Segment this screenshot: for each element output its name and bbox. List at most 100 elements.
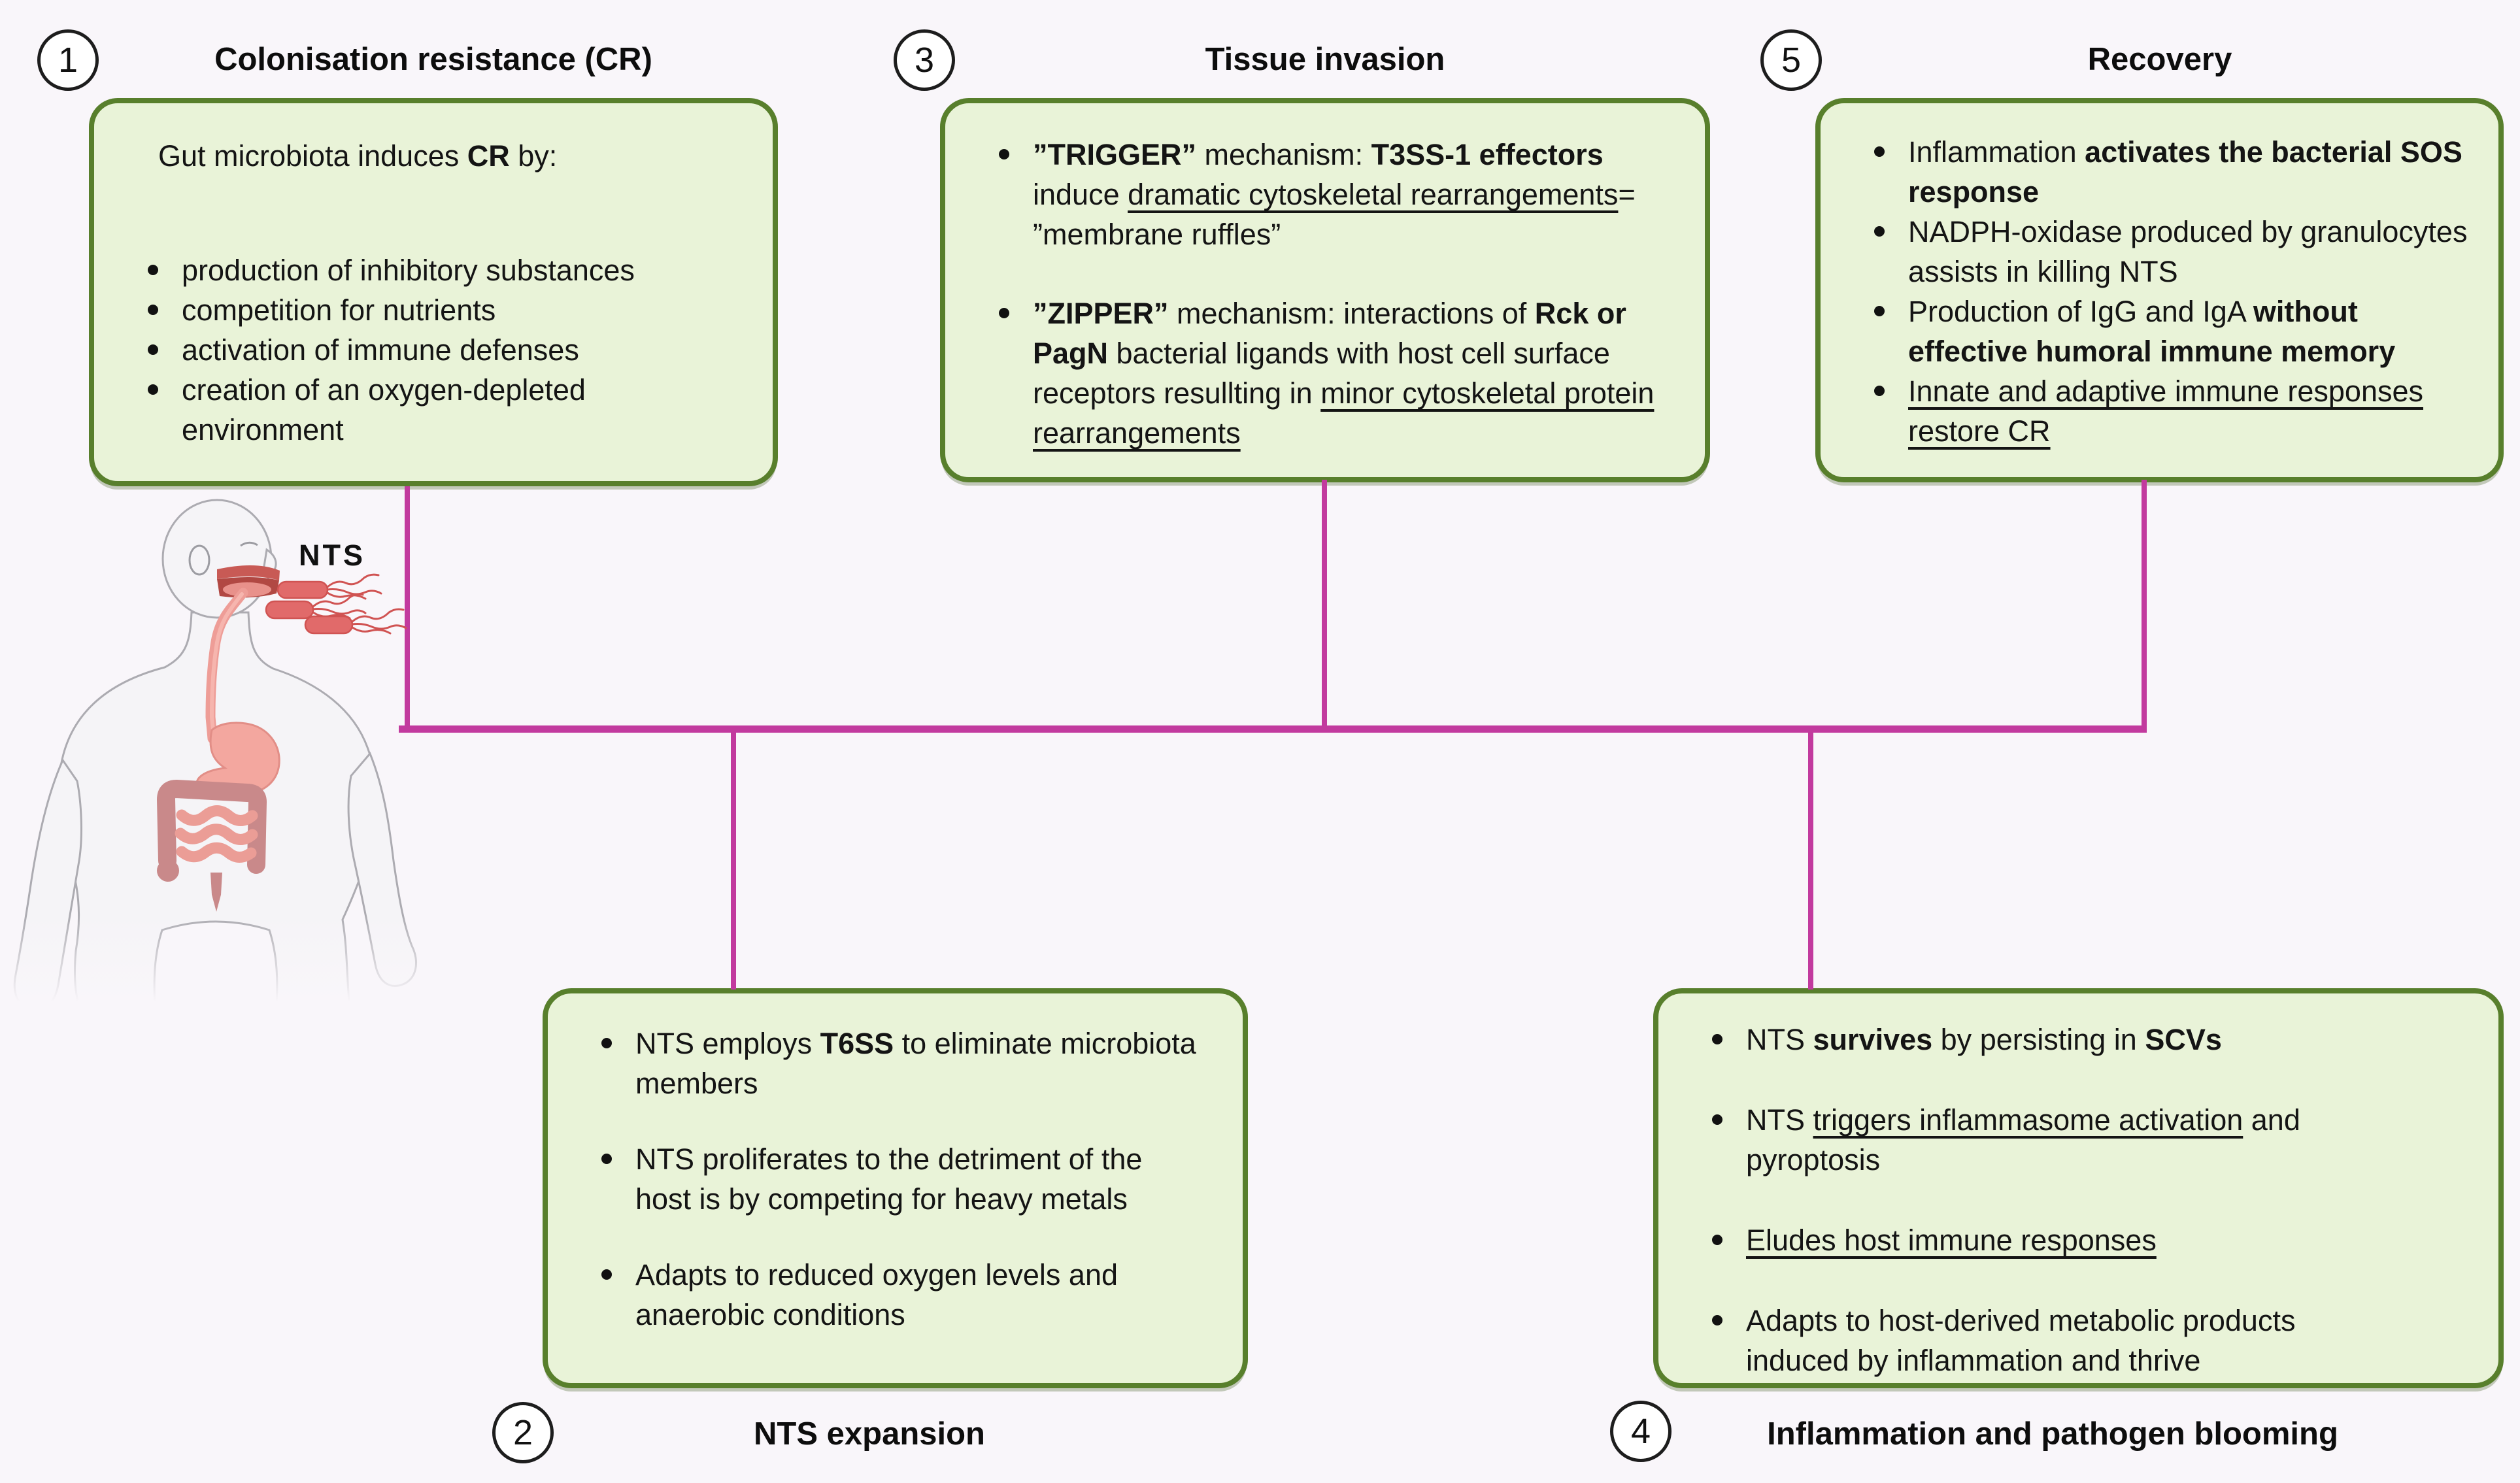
- text-run: T6SS: [820, 1027, 894, 1060]
- mouth-upper: [217, 565, 280, 580]
- text-run: by persisting in: [1932, 1023, 2145, 1056]
- text-run: survives: [1813, 1023, 1933, 1056]
- bullet-list: NTS employs T6SS to eliminate microbiota…: [594, 1024, 1197, 1335]
- stage-number: 3: [914, 41, 935, 80]
- bullet-text: Inflammation activates the bacterial SOS…: [1908, 132, 2468, 212]
- bullet-dot: [1712, 1235, 1722, 1245]
- rectum: [210, 873, 222, 912]
- stage-number-circle-5: 5: [1760, 29, 1822, 91]
- stage-number: 4: [1630, 1412, 1651, 1451]
- text-run: competition for nutrients: [182, 293, 496, 327]
- bullet-item: activation of immune defenses: [140, 330, 713, 370]
- bullet-dot: [999, 308, 1009, 318]
- connector-branch-stage4: [1808, 731, 1813, 990]
- bullet-item: NTS survives by persisting in SCVs: [1704, 1020, 2400, 1059]
- bullet-item: production of inhibitory substances: [140, 250, 713, 290]
- cecum: [157, 859, 179, 882]
- nts-bacteria-label: NTS: [299, 539, 365, 572]
- text-run: triggers inflammasome activation: [1813, 1103, 2243, 1137]
- small-intestine-coil-2: [175, 824, 258, 845]
- bullet-item: competition for nutrients: [140, 290, 713, 330]
- bacterium-rod: [277, 580, 329, 599]
- nts-bacteria-icon: [265, 573, 407, 635]
- bullet-dot: [1874, 146, 1885, 157]
- stage-title-tissue-invasion: Tissue invasion: [1205, 42, 1445, 77]
- stage-number: 2: [512, 1413, 533, 1452]
- bullet-item: NTS proliferates to the detriment of the…: [594, 1139, 1197, 1219]
- bullet-dot: [148, 384, 158, 395]
- text-run: creation of an oxygen-depleted environme…: [182, 373, 586, 446]
- stage-title-recovery: Recovery: [2087, 42, 2232, 77]
- bullet-item: Production of IgG and IgA without effect…: [1866, 292, 2468, 371]
- stage-number: 5: [1781, 41, 1802, 80]
- text-run: Adapts to host-derived metabolic product…: [1746, 1304, 2296, 1377]
- bullet-item: NTS triggers inflammasome activation and…: [1704, 1100, 2400, 1180]
- bullet-text: Production of IgG and IgA without effect…: [1908, 292, 2468, 371]
- box-intro-text: Gut microbiota induces CR by:: [140, 136, 713, 176]
- bullet-dot: [148, 344, 158, 355]
- text-run: production of inhibitory substances: [182, 254, 635, 287]
- bullet-text: Adapts to reduced oxygen levels and anae…: [635, 1255, 1197, 1335]
- stage-title-nts-expansion: NTS expansion: [754, 1416, 985, 1452]
- text-run: induce: [1033, 178, 1128, 211]
- bullet-item: Adapts to reduced oxygen levels and anae…: [594, 1255, 1197, 1335]
- text-run: Inflammation: [1908, 135, 2085, 169]
- text-run: NTS: [1746, 1103, 1813, 1137]
- bullet-text: creation of an oxygen-depleted environme…: [182, 370, 713, 450]
- bullet-item: Eludes host immune responses: [1704, 1220, 2400, 1260]
- stage-title-colonisation-resistance: Colonisation resistance (CR): [214, 42, 652, 77]
- text-run: without effective humoral immune memory: [1908, 295, 2396, 368]
- bullet-item: Adapts to host-derived metabolic product…: [1704, 1301, 2400, 1380]
- bullet-dot: [601, 1038, 612, 1048]
- bullet-text: ”ZIPPER” mechanism: interactions of Rck …: [1033, 293, 1666, 453]
- bullet-item: ”ZIPPER” mechanism: interactions of Rck …: [991, 293, 1666, 453]
- connector-branch-stage5: [2142, 480, 2147, 731]
- text-run: by:: [509, 139, 558, 173]
- text-run: ”ZIPPER”: [1033, 297, 1169, 330]
- bullet-dot: [1874, 226, 1885, 237]
- text-run: Adapts to reduced oxygen levels and anae…: [635, 1258, 1118, 1331]
- eye-icon: [240, 541, 258, 547]
- bullet-list: production of inhibitory substances compe…: [140, 250, 713, 450]
- stage-number-circle-3: 3: [894, 29, 955, 91]
- bullet-dot: [601, 1269, 612, 1280]
- stage-number-circle-4: 4: [1610, 1401, 1672, 1462]
- text-run: T3SS-1 effectors: [1371, 138, 1604, 171]
- bullet-dot: [1712, 1034, 1722, 1044]
- bullet-text: Adapts to host-derived metabolic product…: [1746, 1301, 2400, 1380]
- text-run: to eliminate microbiota members: [635, 1027, 1196, 1100]
- bullet-text: Innate and adaptive immune responses res…: [1908, 371, 2468, 451]
- bullet-item: Innate and adaptive immune responses res…: [1866, 371, 2468, 451]
- text-run: mechanism:: [1196, 138, 1371, 171]
- stage-number: 1: [58, 41, 78, 80]
- text-run: Rck or PagN: [1033, 297, 1626, 370]
- connector-trunk: [399, 725, 2147, 733]
- text-run: bacterial ligands with host cell surface…: [1033, 337, 1610, 410]
- text-run: Eludes host immune responses: [1746, 1224, 2157, 1257]
- text-run: NADPH-oxidase produced by granulocytes a…: [1908, 215, 2468, 288]
- tongue: [223, 582, 271, 597]
- bullet-text: ”TRIGGER” mechanism: T3SS-1 effectors in…: [1033, 135, 1666, 254]
- stage-title-inflammation-blooming: Inflammation and pathogen blooming: [1767, 1416, 2338, 1452]
- bullet-item: NTS employs T6SS to eliminate microbiota…: [594, 1024, 1197, 1103]
- stage-box-recovery: Inflammation activates the bacterial SOS…: [1815, 98, 2504, 482]
- bullet-dot: [601, 1154, 612, 1164]
- bullet-item: Inflammation activates the bacterial SOS…: [1866, 132, 2468, 212]
- text-run: CR: [467, 139, 510, 173]
- bullet-dot: [148, 305, 158, 315]
- text-run: dramatic cytoskeletal rearrangements: [1128, 178, 1619, 211]
- text-run: NTS proliferates to the detriment of the…: [635, 1142, 1143, 1216]
- small-intestine: [176, 805, 258, 826]
- bullet-dot: [1712, 1114, 1722, 1125]
- bullet-item: NADPH-oxidase produced by granulocytes a…: [1866, 212, 2468, 292]
- stage-number-circle-2: 2: [492, 1402, 554, 1463]
- bullet-dot: [1874, 386, 1885, 396]
- stage-number-circle-1: 1: [37, 29, 99, 91]
- bacterium-rod: [265, 600, 314, 620]
- bullet-dot: [1874, 306, 1885, 316]
- head: [161, 499, 273, 619]
- connector-branch-stage3: [1322, 480, 1327, 731]
